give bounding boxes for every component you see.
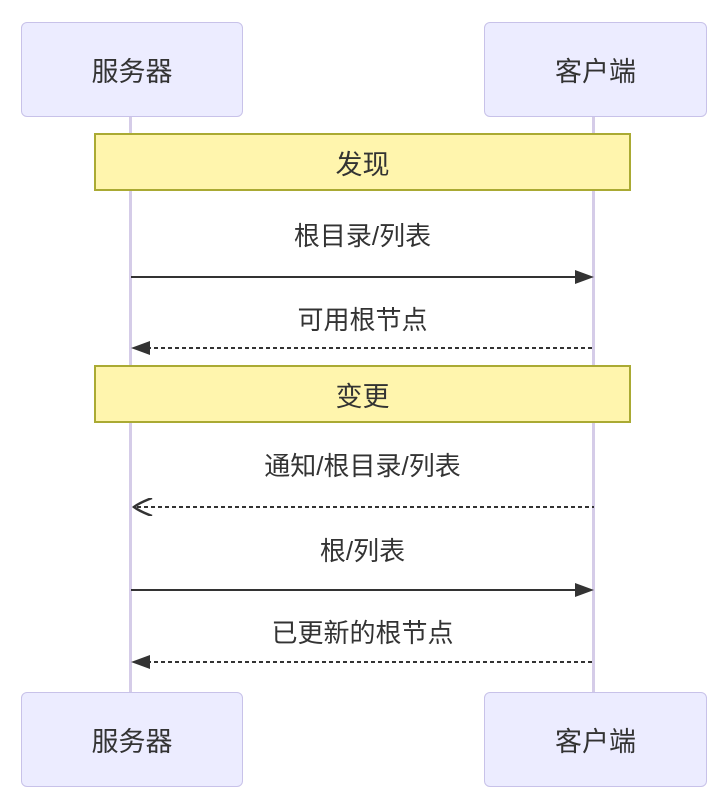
arrow-solid-right-icon <box>131 270 594 284</box>
actor-server-label: 服务器 <box>91 727 173 757</box>
message-label: 根/列表 <box>319 536 406 566</box>
message-label: 已更新的根节点 <box>271 618 454 648</box>
arrow-dashed-left-icon <box>131 655 594 669</box>
note-change-label: 变更 <box>335 381 390 412</box>
actor-client-label: 客户端 <box>555 57 636 87</box>
note-discovery-label: 发现 <box>335 149 390 180</box>
actor-client-bottom: 客户端 <box>484 692 707 787</box>
arrow-solid-right-icon <box>131 583 594 597</box>
note-discovery: 发现 <box>94 133 631 191</box>
message-label: 根目录/列表 <box>293 221 432 251</box>
actor-server-label: 服务器 <box>91 57 173 87</box>
actor-server-bottom: 服务器 <box>21 692 243 787</box>
actor-client-top: 客户端 <box>484 22 707 117</box>
arrow-dashed-left-icon <box>131 341 594 355</box>
note-change: 变更 <box>94 365 631 423</box>
arrow-dashed-left-open-icon <box>131 498 594 516</box>
actor-client-label: 客户端 <box>555 727 636 757</box>
message-label: 通知/根目录/列表 <box>264 451 461 481</box>
actor-server-top: 服务器 <box>21 22 243 117</box>
message-label: 可用根节点 <box>297 305 428 335</box>
